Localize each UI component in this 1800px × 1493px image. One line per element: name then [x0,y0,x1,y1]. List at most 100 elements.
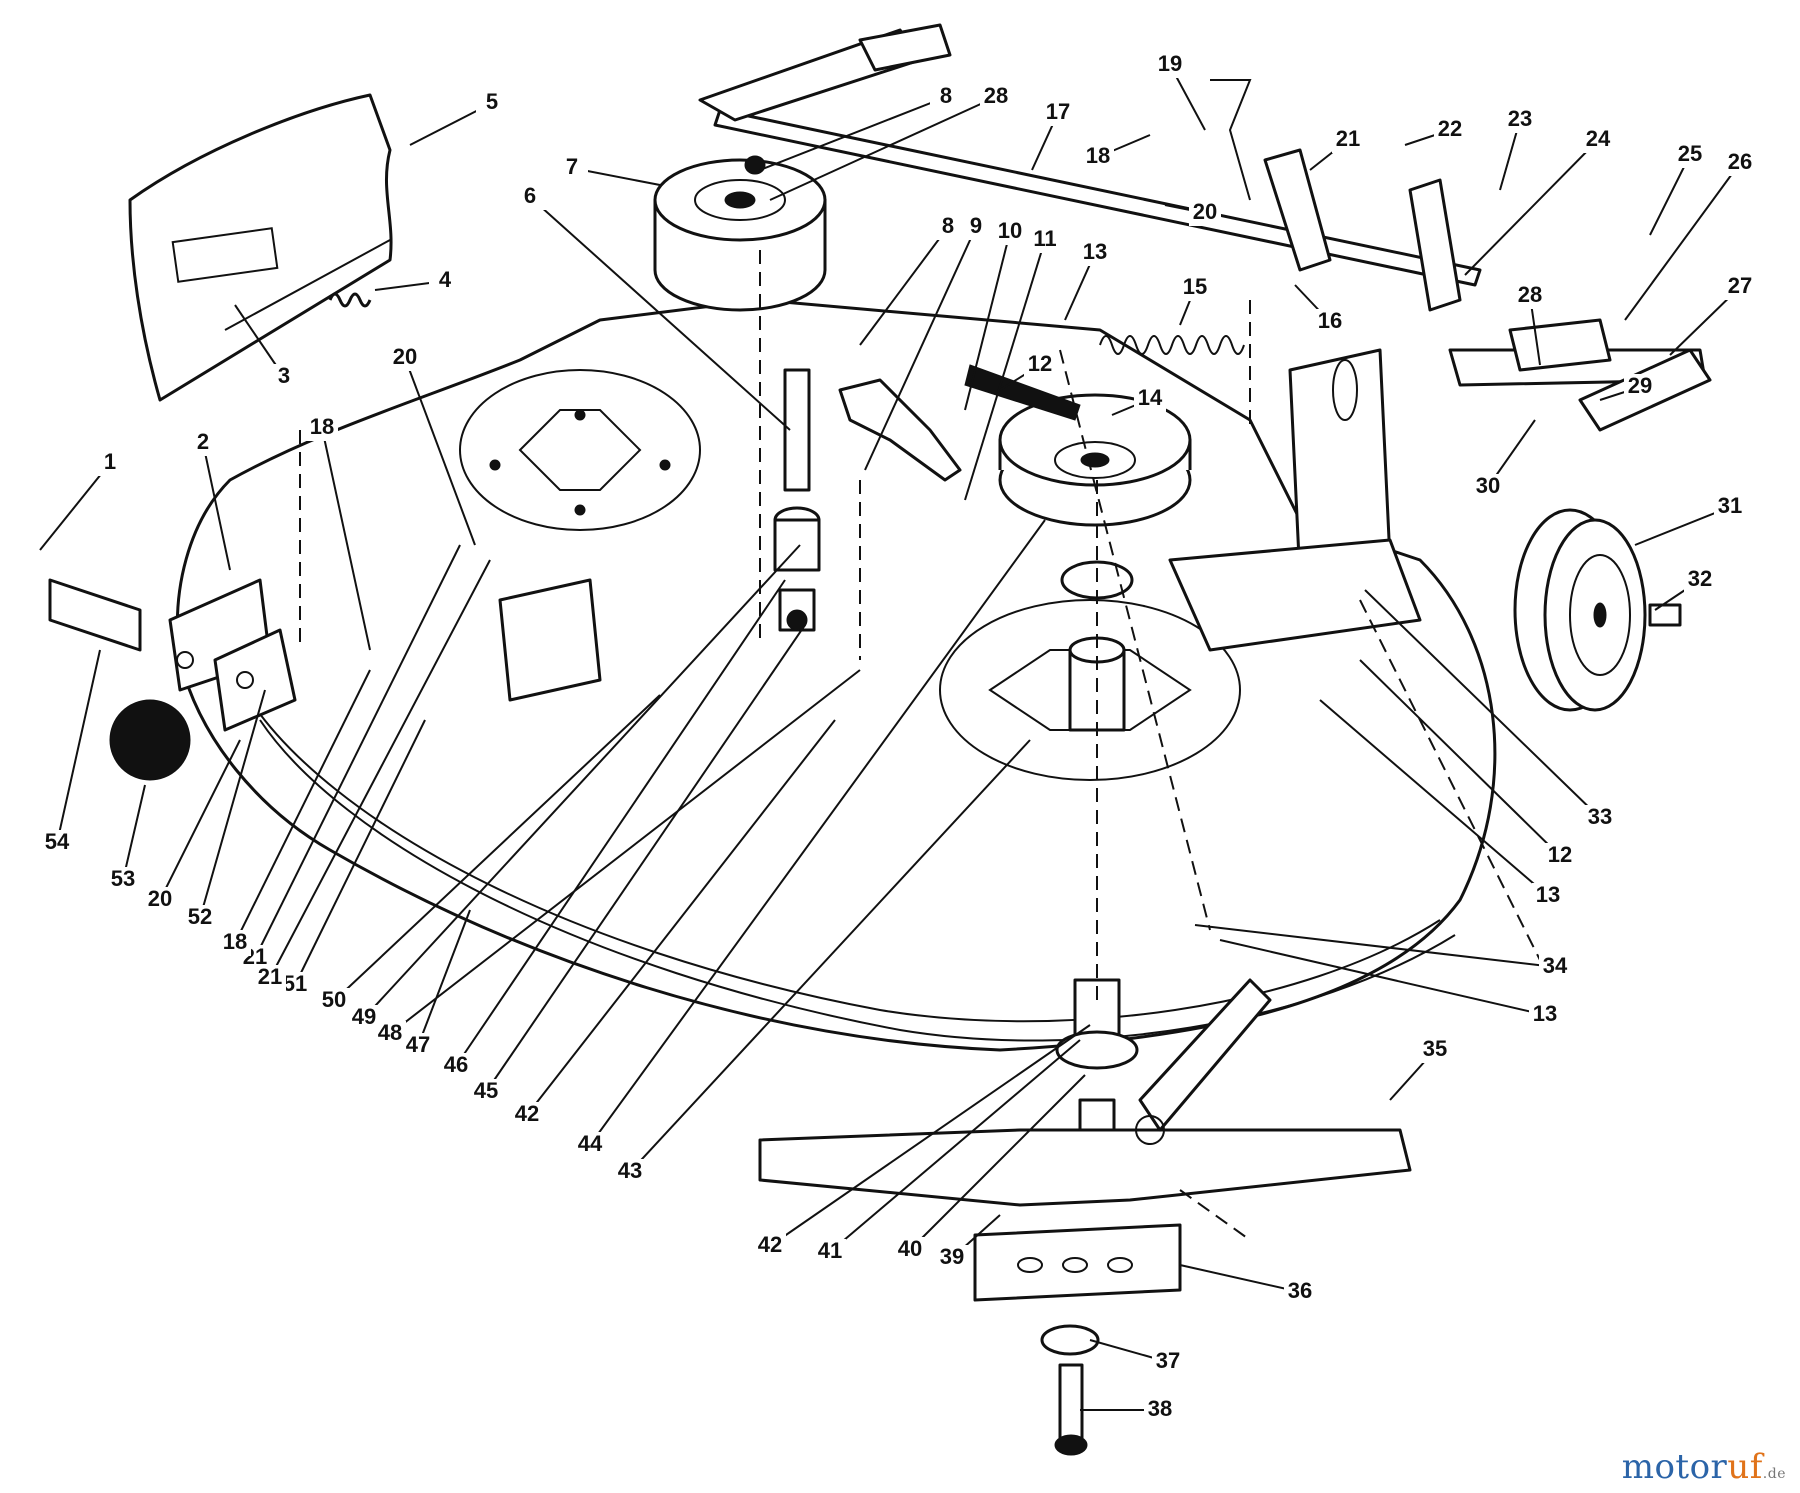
callout-label-bg [814,1239,846,1265]
callout-13: 13 [1319,699,1564,909]
callout-number: 42 [515,1101,539,1126]
callout-number: 27 [1728,273,1752,298]
callout-number: 38 [1148,1396,1172,1421]
callout-label-bg [1154,52,1186,78]
callout-32: 32 [1654,566,1716,611]
callout-number: 24 [1586,126,1611,151]
callout-label-bg [574,1132,606,1158]
callout-50: 50 [318,694,661,1014]
callout-leader-line [909,1074,1086,1251]
callout-label-bg [429,268,461,294]
callout-21: 21 [1309,126,1364,171]
deflector-spring [328,292,372,308]
callout-11: 11 [964,226,1061,501]
callout-number: 50 [322,987,346,1012]
callout-leader-line [321,427,371,651]
callout-number: 54 [45,829,70,854]
callout-30: 30 [1472,419,1536,500]
callout-number: 52 [188,904,212,929]
callout-label-bg [930,84,962,110]
callout-14: 14 [1111,385,1166,416]
callout-number: 14 [1138,385,1163,410]
callout-number: 8 [942,213,954,238]
callout-number: 30 [1476,473,1500,498]
callout-number: 36 [1288,1278,1312,1303]
callout-number: 17 [1046,99,1070,124]
callout-16: 16 [1294,284,1346,335]
callout-number: 43 [618,1158,642,1183]
callout-47: 47 [402,909,471,1059]
callout-number: 13 [1536,882,1560,907]
watermark-tld: .de [1762,1466,1786,1482]
callout-number: 8 [940,83,952,108]
callout-number: 25 [1678,141,1702,166]
callout-number: 45 [474,1078,498,1103]
callout-number: 40 [898,1236,922,1261]
lift-rod [698,23,1482,287]
tension-spring [1099,335,1245,355]
callout-20: 20 [144,739,241,913]
front-roller [109,699,191,781]
callout-number: 35 [1423,1036,1447,1061]
callout-number: 11 [1033,226,1056,251]
callout-number: 29 [1628,373,1652,398]
callout-leader-line [254,544,461,959]
callout-10: 10 [964,218,1026,411]
callout-28: 28 [1514,282,1546,366]
callout-label-bg [614,1159,646,1185]
callout-number: 26 [1728,149,1752,174]
callout-6: 6 [514,183,791,431]
callout-5: 5 [409,89,508,146]
callout-7: 7 [556,154,661,186]
callout-45: 45 [470,624,806,1105]
callout-leader-line [1179,1264,1301,1293]
callout-25: 25 [1649,141,1706,236]
callout-leader-line [529,196,791,431]
callout-12: 12 [999,351,1056,391]
callout-label-bg [994,219,1026,245]
callout-54: 54 [41,649,101,856]
callout-label-bg [41,830,73,856]
callout-number: 32 [1688,566,1712,591]
callout-13: 13 [1064,239,1111,321]
callout-46: 46 [440,579,786,1079]
callout-label-bg [470,1079,502,1105]
callout-40: 40 [894,1074,1086,1263]
callout-15: 15 [1179,274,1211,326]
callout-24: 24 [1464,126,1614,276]
callout-number: 13 [1533,1001,1557,1026]
callout-51: 51 [279,719,426,998]
callout-label-bg [556,155,588,181]
callout-49: 49 [348,544,801,1031]
callout-label-bg [1042,100,1074,126]
washer [1040,1324,1100,1356]
callout-leader-line [629,739,1031,1173]
callout-3: 3 [234,304,300,390]
callout-21: 21 [254,559,491,991]
callout-leader-line [333,694,661,1002]
callout-leader-line [234,669,371,944]
callout-leader-line [864,226,977,471]
blade-adapter [973,1223,1182,1302]
callout-label-bg [1674,142,1706,168]
callout-42: 42 [754,1024,1091,1259]
callout-label-bg [1544,843,1576,869]
callout-leader-line [829,1039,1081,1253]
callout-leader-line [964,231,1011,411]
pulley-left [653,155,827,312]
callout-label-bg [1724,150,1756,176]
callout-number: 12 [1548,842,1572,867]
callout-label-bg [1472,474,1504,500]
callout-number: 28 [1518,282,1542,307]
callout-leader-line [1649,154,1691,236]
callout-label-bg [440,1053,472,1079]
callout-number: 5 [486,89,498,114]
watermark-part-1: motor [1621,1447,1728,1487]
callout-19: 19 [1154,51,1206,131]
callout-number: 46 [444,1052,468,1077]
callout-label-bg [1082,144,1114,170]
callout-number: 18 [310,414,334,439]
callout-18: 18 [219,669,371,956]
callout-label-bg [348,1005,380,1031]
callout-label-bg [1189,200,1221,226]
